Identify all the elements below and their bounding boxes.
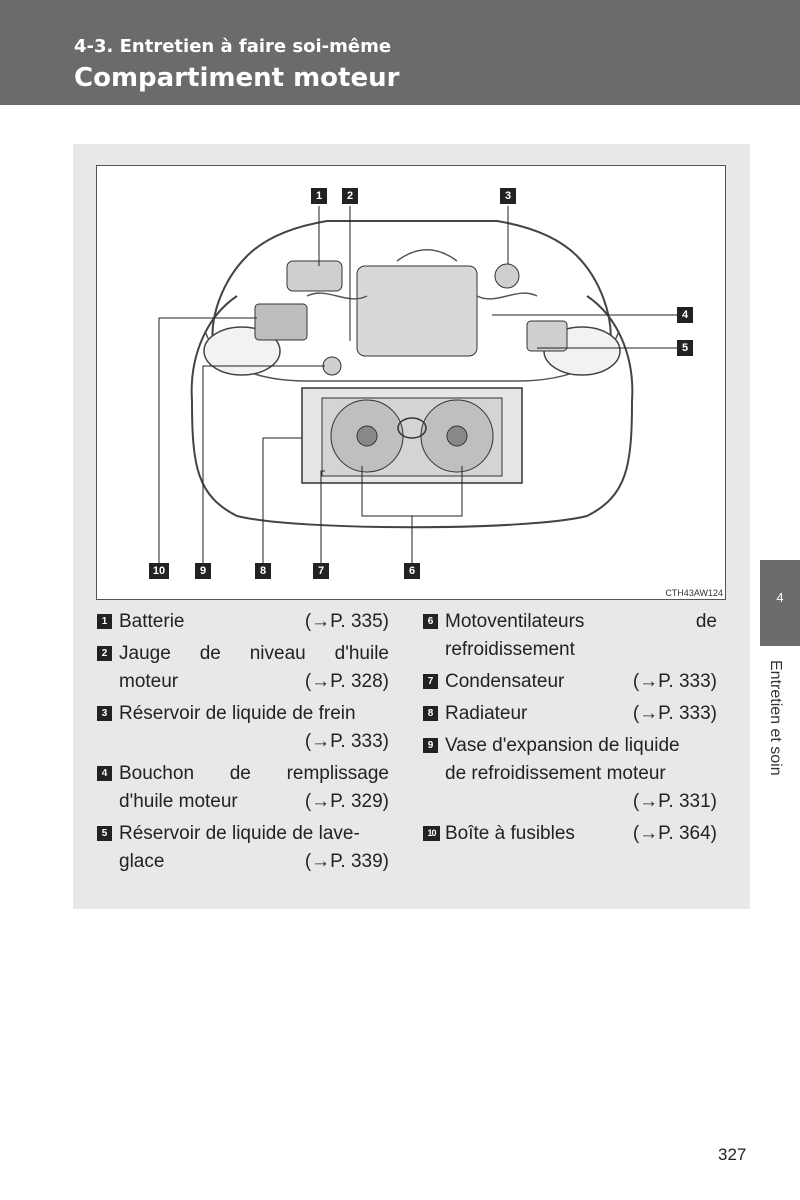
hoses — [306, 249, 538, 300]
item-text: glace — [119, 851, 165, 872]
item-text: de refroidissement moteur — [445, 763, 666, 784]
legend-item-1: 1 Batterie (→P. 335) — [97, 608, 389, 636]
item-number: 8 — [423, 706, 438, 721]
legend-left-column: 1 Batterie (→P. 335) 2 Jauge de niveau d… — [97, 608, 389, 880]
chapter-side-label: Entretien et soin — [758, 660, 798, 810]
callout-5: 5 — [677, 340, 693, 356]
page-reference: (→P. 335) — [304, 611, 389, 632]
section-heading: 4-3. Entretien à faire soi-même — [74, 36, 392, 57]
callout-6: 6 — [404, 563, 420, 579]
item-text: Motoventilateurs — [445, 611, 585, 632]
item-number: 2 — [97, 646, 112, 661]
legend-item-10: 10 Boîte à fusibles (→P. 364) — [423, 820, 717, 848]
callout-2: 2 — [342, 188, 358, 204]
expansion-tank-shape — [322, 356, 342, 376]
chapter-header: 4-3. Entretien à faire soi-même Comparti… — [0, 0, 800, 105]
legend-item-7: 7 Condensateur (→P. 333) — [423, 668, 717, 696]
page-reference: (→P. 333) — [632, 671, 717, 692]
page-title: Compartiment moteur — [74, 63, 400, 93]
item-text: de — [695, 611, 717, 632]
item-text: d'huile — [334, 643, 389, 664]
item-text: Boîte à fusibles — [445, 823, 575, 844]
item-text: Jauge — [119, 643, 171, 664]
page-number: 327 — [718, 1145, 747, 1164]
page-reference: (→P. 331) — [632, 791, 717, 812]
washer-reservoir-shape — [526, 320, 568, 352]
item-text: niveau — [249, 643, 306, 664]
item-text: moteur — [119, 671, 179, 692]
item-number: 5 — [97, 826, 112, 841]
legend-item-9: 9 Vase d'expansion de liquide de refroid… — [423, 732, 717, 816]
item-number: 6 — [423, 614, 438, 629]
engine-illustration — [158, 206, 677, 563]
legend-item-3: 3 Réservoir de liquide de frein (→P. 333… — [97, 700, 389, 756]
item-text: Vase d'expansion de liquide — [445, 735, 680, 756]
callout-10: 10 — [149, 563, 169, 579]
item-text: refroidissement — [445, 639, 575, 660]
legend-item-5: 5 Réservoir de liquide de lave- glace (→… — [97, 820, 389, 876]
leader-lines — [158, 206, 677, 563]
legend-item-6: 6 Motoventilateurs de refroidissement — [423, 608, 717, 664]
item-number: 4 — [97, 766, 112, 781]
fuse-box-shape — [254, 303, 308, 341]
callout-1: 1 — [311, 188, 327, 204]
page-reference: (→P. 333) — [632, 703, 717, 724]
left-fan-hub — [356, 425, 378, 447]
item-text: Condensateur — [445, 671, 565, 692]
right-fan-hub — [446, 425, 468, 447]
chapter-name: Entretien et soin — [767, 660, 784, 776]
chapter-number: 4 — [776, 590, 784, 605]
item-text: remplissage — [286, 763, 389, 784]
fender-outline — [190, 295, 634, 402]
chapter-tab: 4 — [760, 560, 800, 646]
engine-block — [356, 265, 478, 357]
callout-7: 7 — [313, 563, 329, 579]
item-number: 10 — [423, 826, 440, 841]
legend-item-2: 2 Jauge de niveau d'huile moteur (→P. 32… — [97, 640, 389, 696]
callout-9: 9 — [195, 563, 211, 579]
callout-3: 3 — [500, 188, 516, 204]
reservoir-shape — [286, 260, 343, 292]
item-text: de — [199, 643, 221, 664]
item-text: Radiateur — [445, 703, 528, 724]
figure-code: CTH43AW124 — [665, 588, 723, 598]
item-number: 7 — [423, 674, 438, 689]
item-number: 1 — [97, 614, 112, 629]
callout-4: 4 — [677, 307, 693, 323]
brake-reservoir-shape — [494, 263, 520, 289]
callout-8: 8 — [255, 563, 271, 579]
item-text: Réservoir de liquide de lave- — [119, 823, 360, 844]
item-text: de — [229, 763, 251, 784]
item-text: Réservoir de liquide de frein — [119, 703, 356, 724]
page-reference: (→P. 364) — [632, 823, 717, 844]
item-number: 3 — [97, 706, 112, 721]
page-reference: (→P. 339) — [304, 851, 389, 872]
item-text: Batterie — [119, 611, 185, 632]
hood-outline — [211, 220, 612, 357]
legend-item-8: 8 Radiateur (→P. 333) — [423, 700, 717, 728]
item-number: 9 — [423, 738, 438, 753]
engine-compartment-figure: 1 2 3 4 5 6 7 8 9 10 CTH43AW124 — [96, 165, 726, 600]
legend-item-4: 4 Bouchon de remplissage d'huile moteur … — [97, 760, 389, 816]
item-text: d'huile moteur — [119, 791, 238, 812]
item-text: Bouchon — [119, 763, 195, 784]
emblem — [397, 417, 427, 439]
legend-right-column: 6 Motoventilateurs de refroidissement 7 … — [423, 608, 717, 852]
page-reference: (→P. 329) — [304, 791, 389, 812]
page-reference: (→P. 328) — [304, 671, 389, 692]
page-reference: (→P. 333) — [304, 731, 389, 752]
